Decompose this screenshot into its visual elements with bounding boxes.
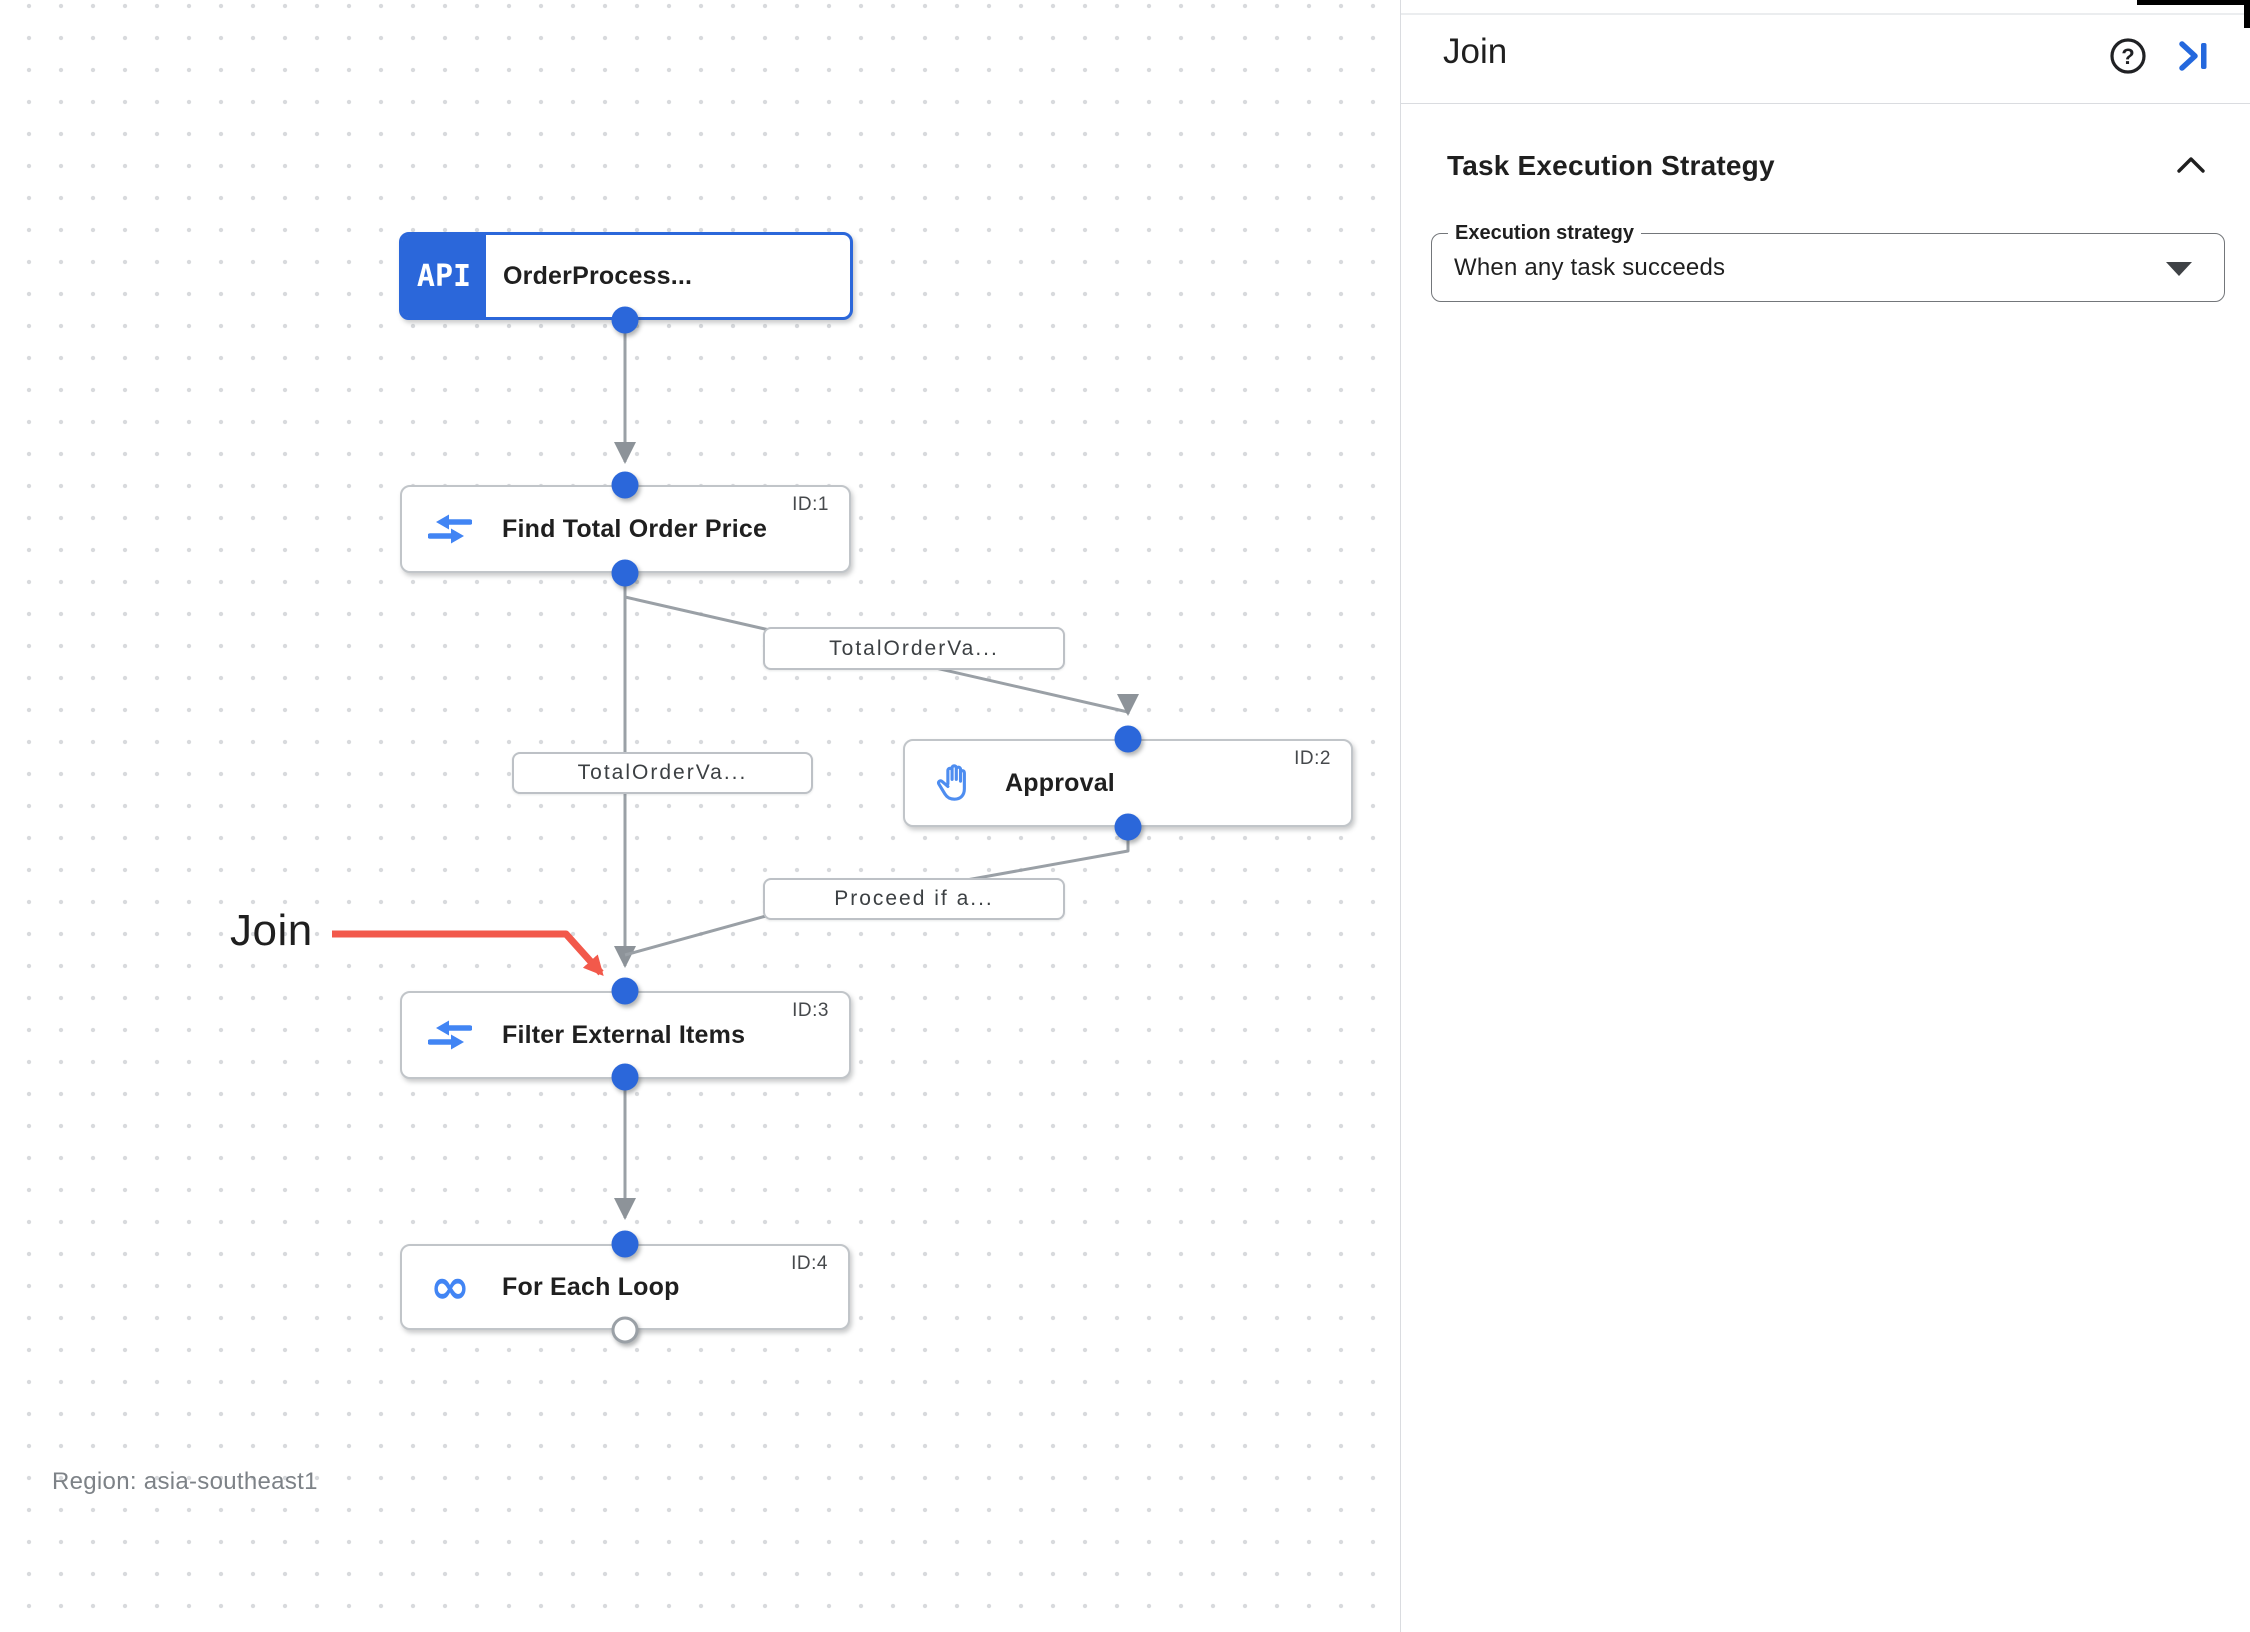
execution-strategy-select[interactable]: Execution strategy When any task succeed… bbox=[1431, 222, 2225, 302]
edge-label-proceed-if[interactable]: Proceed if a... bbox=[763, 878, 1065, 920]
node-id-badge: ID:2 bbox=[1294, 748, 1331, 769]
region-label: Region: asia-southeast1 bbox=[52, 1468, 318, 1495]
port-trigger-out[interactable] bbox=[611, 306, 639, 334]
node-title: Approval bbox=[1005, 768, 1115, 797]
data-mapping-icon bbox=[428, 1011, 472, 1059]
port-approval-out[interactable] bbox=[1114, 813, 1142, 841]
port-find-in[interactable] bbox=[611, 471, 639, 499]
port-filter-in-join-point[interactable] bbox=[611, 977, 639, 1005]
panel-title: Join bbox=[1443, 32, 1508, 71]
dropdown-caret-icon bbox=[2166, 262, 2192, 276]
execution-strategy-value: When any task succeeds bbox=[1454, 253, 1726, 281]
node-id-badge: ID:3 bbox=[792, 1000, 829, 1021]
panel-divider bbox=[1401, 103, 2250, 104]
port-foreach-out-open[interactable] bbox=[611, 1316, 639, 1344]
help-icon[interactable]: ? bbox=[2108, 36, 2148, 76]
port-find-out[interactable] bbox=[611, 559, 639, 587]
svg-text:?: ? bbox=[2121, 44, 2134, 69]
node-for-each-loop[interactable]: ∞ For Each Loop ID:4 bbox=[400, 1244, 850, 1330]
node-id-badge: ID:4 bbox=[791, 1253, 828, 1274]
node-id-badge: ID:1 bbox=[792, 494, 829, 515]
node-orderprocess-trigger[interactable]: API OrderProcess... bbox=[399, 232, 853, 320]
approval-hand-icon bbox=[931, 759, 975, 807]
port-approval-in[interactable] bbox=[1114, 725, 1142, 753]
node-approval[interactable]: Approval ID:2 bbox=[903, 739, 1353, 827]
node-title: Find Total Order Price bbox=[502, 514, 768, 543]
data-mapping-icon bbox=[428, 505, 472, 553]
workflow-canvas[interactable]: TotalOrderVa... TotalOrderVa... Proceed … bbox=[0, 0, 1400, 1632]
edge-label-totalorderva-1[interactable]: TotalOrderVa... bbox=[763, 627, 1065, 670]
loop-icon: ∞ bbox=[430, 1259, 470, 1315]
node-title: OrderProcess... bbox=[503, 261, 693, 290]
api-trigger-icon: API bbox=[402, 235, 486, 317]
panel-top-hairline bbox=[1401, 13, 2250, 15]
node-title: For Each Loop bbox=[502, 1272, 680, 1301]
section-title-task-execution-strategy: Task Execution Strategy bbox=[1447, 150, 1775, 181]
collapse-panel-icon[interactable] bbox=[2178, 41, 2208, 71]
port-filter-out[interactable] bbox=[611, 1063, 639, 1091]
node-title: Filter External Items bbox=[502, 1020, 746, 1049]
window-chrome-fragment-top bbox=[2137, 0, 2250, 5]
port-foreach-in[interactable] bbox=[611, 1230, 639, 1258]
join-annotation-label: Join bbox=[230, 906, 313, 955]
window-chrome-fragment-side bbox=[2244, 0, 2250, 28]
execution-strategy-label: Execution strategy bbox=[1448, 222, 1641, 245]
config-panel: Join ? Task Execution Strategy Execution… bbox=[1400, 0, 2250, 1632]
chevron-up-icon[interactable] bbox=[2176, 156, 2206, 174]
edge-label-totalorderva-2[interactable]: TotalOrderVa... bbox=[512, 752, 813, 794]
